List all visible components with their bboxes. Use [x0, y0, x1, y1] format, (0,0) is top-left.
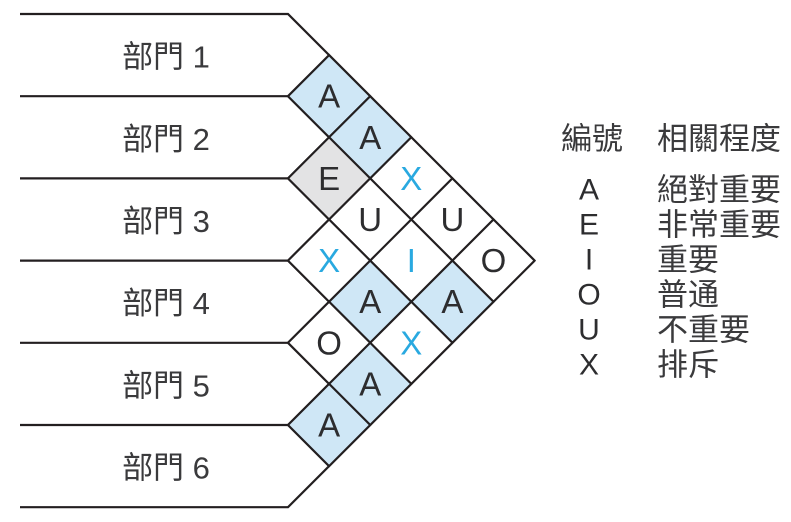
legend-code-u: U — [578, 314, 600, 347]
legend-desc-x: 排斥 — [657, 348, 719, 383]
cell-letter: A — [359, 119, 381, 156]
cell-letter: I — [407, 242, 416, 279]
legend-desc-u: 不重要 — [657, 313, 750, 348]
row-label-2: 部門 2 — [122, 122, 210, 157]
cell-letter: U — [440, 201, 464, 238]
legend-code-x: X — [579, 349, 599, 382]
cell-letter: U — [358, 201, 382, 238]
cell-letter: X — [400, 160, 422, 197]
row-label-1: 部門 1 — [122, 40, 210, 75]
cell-letter: X — [318, 242, 340, 279]
cell-diamond — [286, 382, 372, 468]
cell-letter: A — [359, 283, 381, 320]
legend-code-a: A — [579, 174, 599, 207]
row-label-4: 部門 4 — [122, 286, 210, 321]
row-label-5: 部門 5 — [122, 369, 210, 404]
cell-letter: A — [318, 78, 340, 115]
cell-letter: A — [318, 407, 340, 444]
legend-header-code: 編號 — [561, 122, 623, 157]
cell-letter: E — [318, 160, 340, 197]
legend-desc-i: 重要 — [657, 243, 719, 278]
cell-letter: A — [441, 283, 463, 320]
legend-code-i: I — [585, 244, 593, 277]
rel-cell-5-6: A — [286, 382, 372, 468]
legend-desc-a: 絕對重要 — [657, 173, 781, 208]
legend-code-e: E — [579, 209, 599, 242]
legend: 編號 相關程度 A 絕對重要 E 非常重要 I 重要 O 普通 U 不重要 X … — [561, 122, 781, 383]
legend-code-o: O — [577, 279, 600, 312]
cell-letter: A — [359, 365, 381, 402]
rel-cells: A A X U O E U — [286, 53, 537, 468]
cell-letter: X — [400, 324, 422, 361]
legend-desc-o: 普通 — [657, 278, 719, 313]
legend-desc-e: 非常重要 — [657, 208, 781, 243]
cell-letter: O — [316, 324, 342, 361]
row-labels: 部門 1 部門 2 部門 3 部門 4 部門 5 部門 6 — [122, 40, 210, 486]
cell-letter: O — [481, 242, 507, 279]
row-label-3: 部門 3 — [122, 204, 210, 239]
legend-header-degree: 相關程度 — [657, 122, 781, 157]
row-label-6: 部門 6 — [122, 451, 210, 486]
